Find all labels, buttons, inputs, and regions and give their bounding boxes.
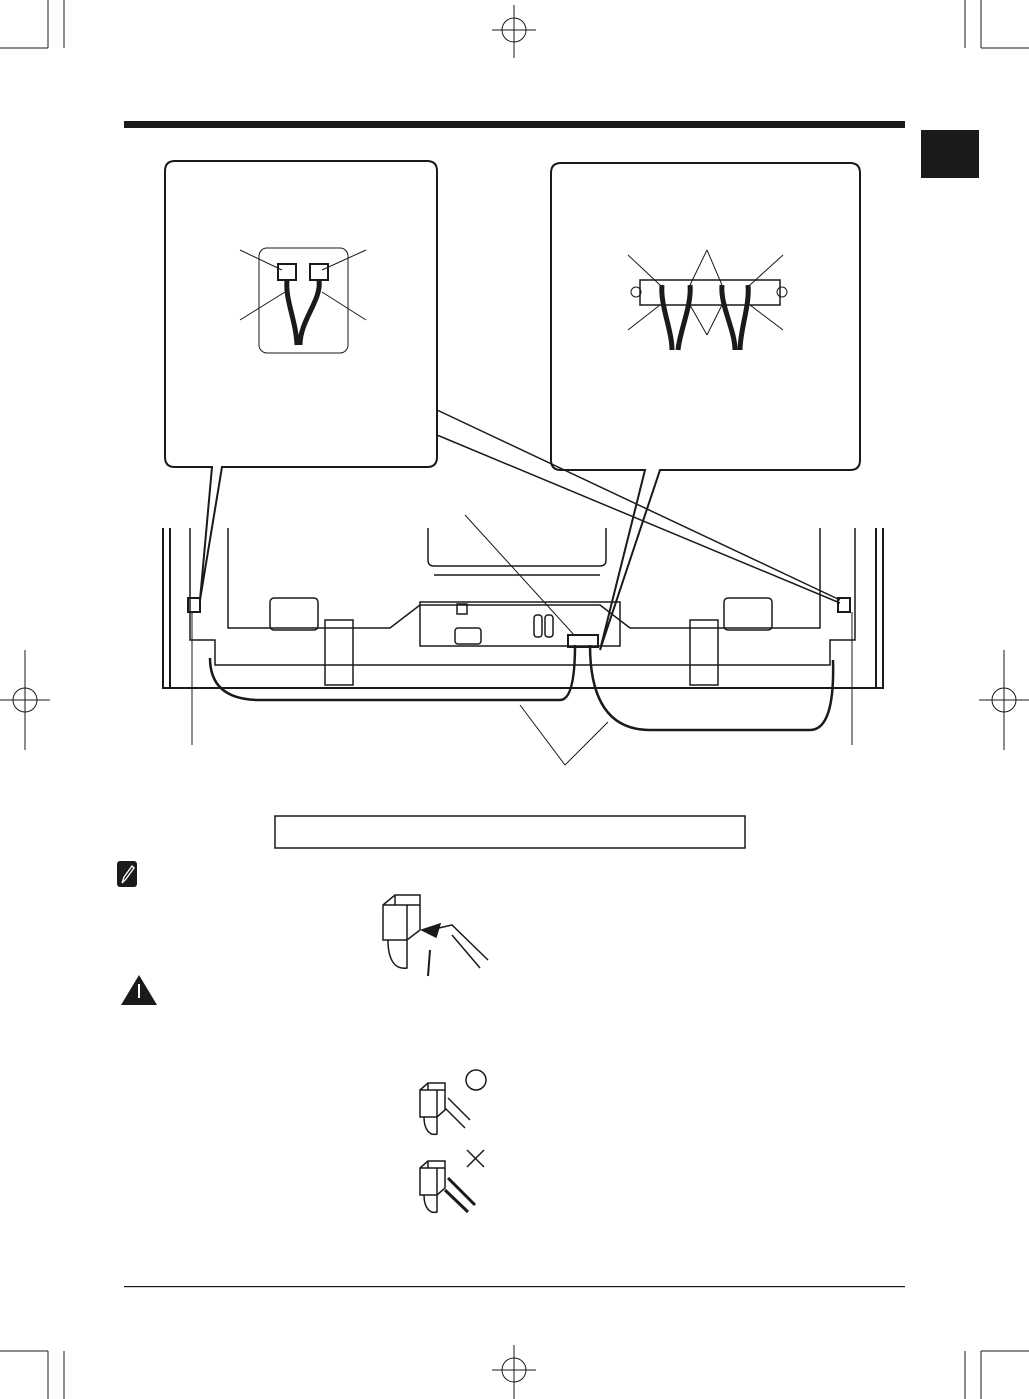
leader-lines	[436, 409, 841, 604]
callout-right	[550, 162, 861, 651]
footer-rule	[124, 1286, 905, 1288]
section-tab	[921, 130, 979, 178]
connector-correct-illustration	[419, 1069, 487, 1136]
header-rule	[124, 121, 905, 128]
tv-rear-diagram	[162, 514, 884, 766]
cross-ng-icon	[466, 1149, 485, 1168]
callout-left	[164, 160, 438, 601]
connector-wrong-illustration	[419, 1149, 485, 1214]
connector-press-illustration	[382, 894, 489, 977]
caption-box	[274, 815, 746, 849]
pencil-note-icon	[117, 861, 137, 887]
circle-ok-icon	[465, 1069, 487, 1091]
